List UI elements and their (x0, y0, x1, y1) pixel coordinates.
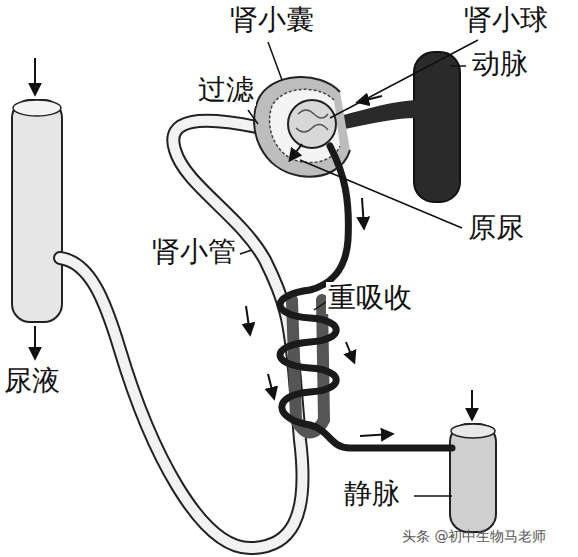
illustration-part (34, 326, 36, 358)
process-label: 过滤 (196, 74, 256, 106)
process-label: 重吸收 (326, 282, 414, 314)
illustration-part (296, 110, 328, 132)
illustration-part (346, 342, 354, 362)
part-label: 原尿 (466, 212, 526, 244)
artery (340, 52, 460, 202)
illustration-part (240, 250, 252, 254)
renal-tubule (60, 121, 324, 548)
part-label: 静脉 (342, 478, 402, 510)
illustration-part (60, 121, 303, 548)
illustration-part (471, 390, 473, 419)
watermark: 头条 @初中生物马老师 (400, 528, 548, 544)
illustration-part (362, 198, 364, 228)
illustration-part (12, 100, 62, 322)
illustration-part (60, 121, 303, 548)
leader-lines (240, 40, 478, 496)
illustration-part (314, 302, 326, 310)
illustration-part (34, 58, 36, 94)
part-label: 尿液 (2, 365, 62, 397)
illustration-part (340, 100, 415, 130)
illustration-part (414, 52, 460, 202)
illustration-part (451, 424, 495, 438)
illustration-part (288, 100, 336, 148)
illustration-part (450, 424, 496, 532)
illustration-part (268, 42, 282, 80)
illustration-part (330, 40, 478, 118)
illustration-part (268, 374, 274, 398)
glomerulus (288, 100, 336, 148)
flow-arrows (35, 58, 472, 436)
collecting-duct (12, 100, 62, 322)
capillary-vessel (280, 146, 452, 448)
illustration-part (246, 306, 250, 334)
illustration-part (300, 160, 462, 228)
illustration-part (248, 110, 258, 124)
illustration-part (290, 144, 302, 160)
part-label: 动脉 (470, 48, 530, 80)
part-label: 肾小囊 (228, 4, 316, 36)
illustration-part (13, 100, 61, 116)
vein (450, 424, 496, 532)
illustration-part (414, 495, 452, 497)
illustration-part (450, 65, 466, 67)
part-label: 肾小管 (150, 236, 238, 268)
illustration-part (360, 434, 392, 436)
part-label: 肾小球 (462, 4, 550, 36)
